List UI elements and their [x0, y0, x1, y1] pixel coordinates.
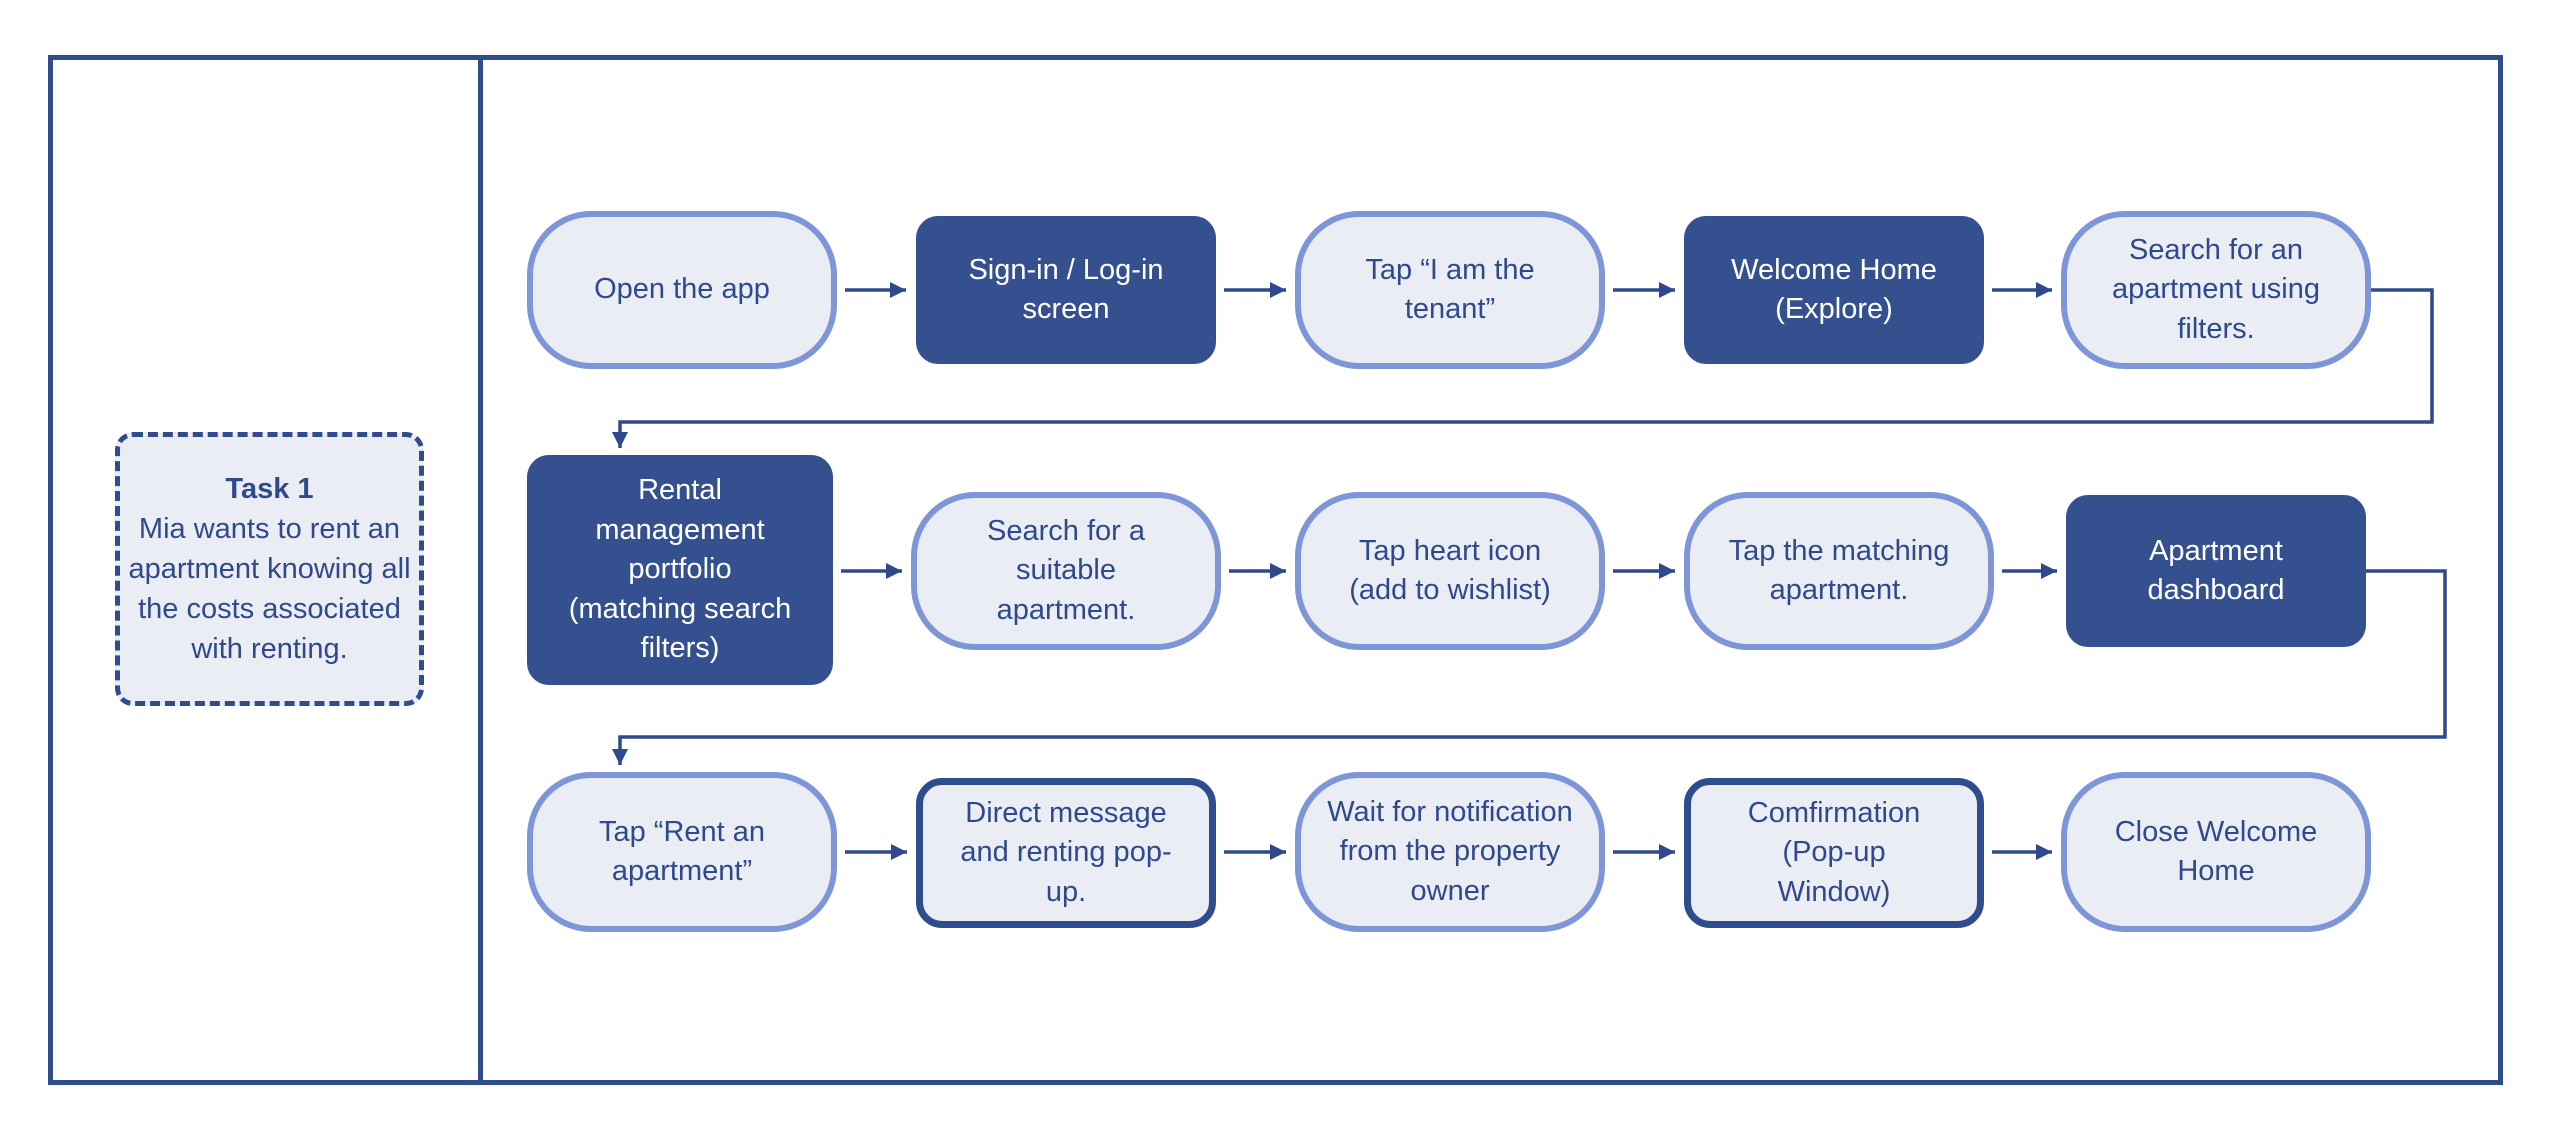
flow-node-label: Search for an apartment using filters. — [2112, 233, 2320, 345]
flow-node-sign-in-screen: Sign-in / Log-in screen — [916, 216, 1216, 364]
flow-node-wait-for-notification: Wait for notification from the property … — [1295, 772, 1605, 932]
flow-node-tap-rent-an-apartment: Tap “Rent an apartment” — [527, 772, 837, 932]
flow-node-search-suitable-apartment: Search for a suitable apartment. — [911, 492, 1221, 650]
flow-node-label: Apartment dashboard — [2147, 534, 2285, 606]
flow-node-label: Sign-in / Log-in screen — [968, 253, 1164, 325]
flow-node-search-apartment-filters: Search for an apartment using filters. — [2061, 211, 2371, 369]
diagram-frame — [48, 55, 2503, 1085]
flow-node-label: Rental management portfolio (matching se… — [568, 474, 792, 665]
flow-node-tap-matching-apartment: Tap the matching apartment. — [1684, 492, 1994, 650]
flow-node-label: Tap “I am the tenant” — [1365, 253, 1535, 325]
flow-node-welcome-home-explore: Welcome Home (Explore) — [1684, 216, 1984, 364]
flow-node-label: Tap “Rent an apartment” — [598, 815, 766, 887]
flow-node-label: Wait for notification from the property … — [1327, 795, 1573, 907]
task-card: Task 1 Mia wants to rent an apartment kn… — [115, 432, 424, 706]
flow-node-tap-i-am-the-tenant: Tap “I am the tenant” — [1295, 211, 1605, 369]
flow-node-label: Tap heart icon (add to wishlist) — [1349, 534, 1551, 606]
flow-node-label: Open the app — [594, 273, 770, 306]
task-title: Task 1 — [225, 472, 314, 505]
flow-node-open-the-app: Open the app — [527, 211, 837, 369]
flow-node-label: Close Welcome Home — [2114, 815, 2318, 887]
flow-node-label: Direct message and renting pop-up. — [960, 796, 1172, 908]
flow-node-direct-message-popup: Direct message and renting pop-up. — [916, 778, 1216, 928]
flow-node-label: Welcome Home (Explore) — [1731, 253, 1937, 325]
flow-node-confirmation-popup: Comfirmation (Pop-up Window) — [1684, 778, 1984, 928]
flow-node-apartment-dashboard: Apartment dashboard — [2066, 495, 2366, 647]
flow-node-rental-management-portfolio: Rental management portfolio (matching se… — [527, 455, 833, 685]
flow-node-label: Tap the matching apartment. — [1728, 534, 1950, 606]
flow-node-label: Comfirmation (Pop-up Window) — [1747, 796, 1921, 908]
panel-divider — [478, 55, 483, 1085]
flow-node-tap-heart-icon: Tap heart icon (add to wishlist) — [1295, 492, 1605, 650]
flow-node-close-welcome-home: Close Welcome Home — [2061, 772, 2371, 932]
flow-node-label: Search for a suitable apartment. — [987, 514, 1145, 626]
task-description: Mia wants to rent an apartment knowing a… — [128, 512, 411, 666]
